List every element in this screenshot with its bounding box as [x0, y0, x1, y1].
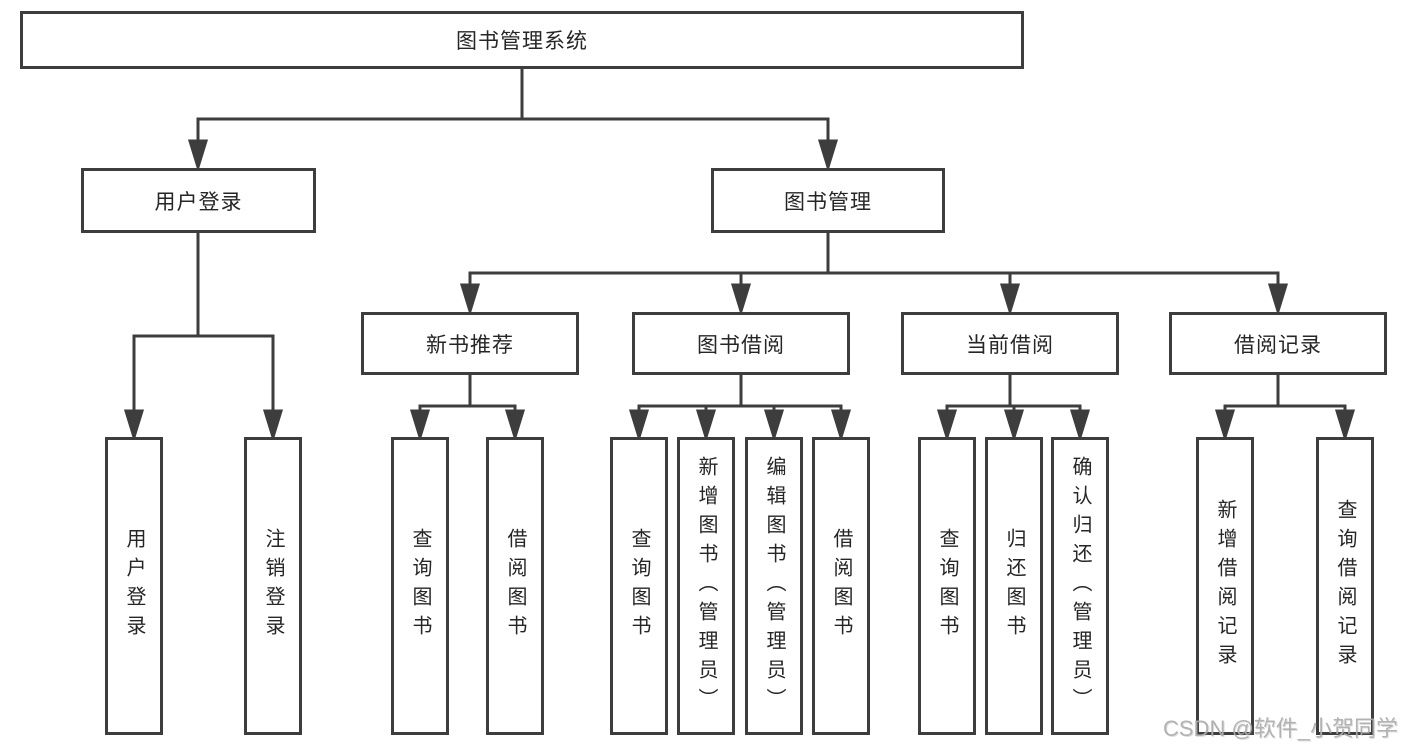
node-label: 用户登录	[123, 528, 145, 644]
leaf-return-books: 归还图书	[985, 437, 1043, 735]
node-label: 确认归还（管理员）	[1069, 455, 1091, 717]
arrowhead	[1214, 409, 1236, 443]
leaf-borrow-books-recommend: 借阅图书	[486, 437, 544, 735]
arrowhead	[695, 409, 717, 443]
node-current-borrow: 当前借阅	[901, 312, 1119, 375]
leaf-logout-login: 注销登录	[244, 437, 302, 735]
leaf-query-books-borrow: 查询图书	[610, 437, 668, 735]
node-label: 图书管理	[784, 190, 872, 214]
node-label: 新书推荐	[426, 333, 514, 357]
leaf-add-books-admin: 新增图书（管理员）	[677, 437, 735, 735]
node-label: 编辑图书（管理员）	[763, 455, 785, 717]
node-borrow-records: 借阅记录	[1169, 312, 1387, 375]
connector-user-login-to-leaves	[123, 233, 284, 443]
leaf-user-login: 用户登录	[105, 437, 163, 735]
leaf-query-books-current: 查询图书	[918, 437, 976, 735]
node-label: 图书管理系统	[456, 30, 588, 53]
arrowhead	[817, 139, 839, 173]
leaf-query-books-recommend: 查询图书	[391, 437, 449, 735]
arrowhead	[1334, 409, 1356, 443]
arrowhead	[763, 409, 785, 443]
leaf-confirm-return-admin: 确认归还（管理员）	[1051, 437, 1109, 735]
arrowhead	[504, 409, 526, 443]
arrowhead	[999, 283, 1021, 317]
node-label: 查询图书	[936, 528, 958, 644]
node-label: 图书借阅	[697, 333, 785, 357]
leaf-edit-books-admin: 编辑图书（管理员）	[745, 437, 803, 735]
node-new-book-recommend: 新书推荐	[361, 312, 579, 375]
arrowhead	[262, 409, 284, 443]
node-label: 归还图书	[1003, 528, 1025, 644]
node-label: 当前借阅	[966, 333, 1054, 357]
node-label: 新增图书（管理员）	[695, 455, 717, 717]
node-book-management: 图书管理	[711, 168, 945, 233]
connector-root-to-level2	[187, 69, 839, 173]
node-label: 借阅记录	[1234, 333, 1322, 357]
csdn-watermark: CSDN @软件_小贺同学	[1163, 716, 1399, 741]
arrowhead	[1069, 409, 1091, 443]
arrowhead	[730, 283, 752, 317]
connector-book-borrow-to-leaves	[628, 375, 852, 443]
arrowhead	[459, 283, 481, 317]
node-label: 借阅图书	[504, 528, 526, 644]
node-label: 新增借阅记录	[1214, 499, 1236, 673]
leaf-query-borrow-record: 查询借阅记录	[1316, 437, 1374, 735]
node-label: 注销登录	[262, 528, 284, 644]
arrowhead	[628, 409, 650, 443]
node-label: 查询图书	[409, 528, 431, 644]
arrowhead	[409, 409, 431, 443]
leaf-borrow-books: 借阅图书	[812, 437, 870, 735]
arrowhead	[187, 139, 209, 173]
connector-borrow-records-to-leaves	[1214, 375, 1356, 443]
node-book-borrow: 图书借阅	[632, 312, 850, 375]
node-user-login: 用户登录	[81, 168, 316, 233]
node-root-library-management-system: 图书管理系统	[20, 11, 1024, 69]
leaf-add-borrow-record: 新增借阅记录	[1196, 437, 1254, 735]
node-label: 查询借阅记录	[1334, 499, 1356, 673]
connector-current-borrow-to-leaves	[936, 375, 1091, 443]
arrowhead	[1267, 283, 1289, 317]
node-label: 用户登录	[154, 190, 243, 214]
connector-new-book-recommend-to-leaves	[409, 375, 526, 443]
node-label: 查询图书	[628, 528, 650, 644]
node-label: 借阅图书	[830, 528, 852, 644]
arrowhead	[830, 409, 852, 443]
arrowhead	[1003, 409, 1025, 443]
arrowhead	[123, 409, 145, 443]
connector-book-management-to-level3	[459, 233, 1289, 317]
arrowhead	[936, 409, 958, 443]
